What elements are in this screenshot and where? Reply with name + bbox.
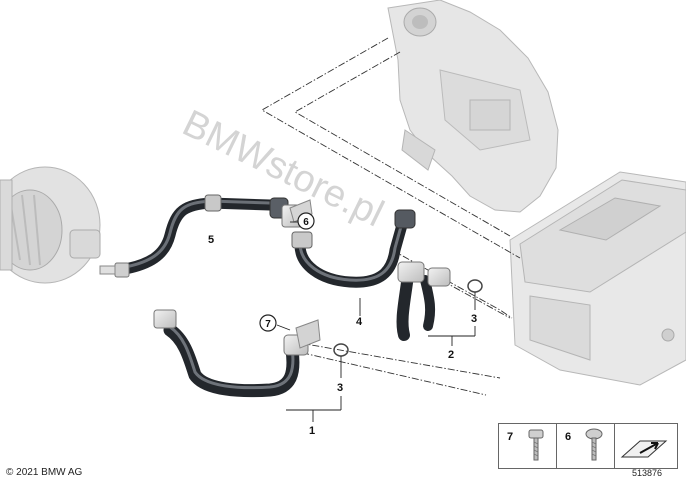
callout-3-lower: 3 xyxy=(337,382,343,394)
legend-direction xyxy=(614,423,678,469)
screw-icon xyxy=(585,428,603,461)
legend-item-7: 7 xyxy=(498,423,558,469)
callout-6-circled: 6 xyxy=(297,212,315,230)
hose-4 xyxy=(291,209,416,288)
hose-2 xyxy=(396,261,451,341)
legend-item-6: 6 xyxy=(556,423,616,469)
leader-lines xyxy=(276,221,476,422)
reference-number: 513876 xyxy=(632,468,663,478)
callout-4: 4 xyxy=(356,316,363,328)
legend-label-6: 6 xyxy=(565,431,572,443)
callout-3-upper: 3 xyxy=(471,313,477,325)
svg-text:7: 7 xyxy=(265,319,271,330)
alternator xyxy=(0,166,101,284)
engine-block xyxy=(387,0,559,213)
fitting-6 xyxy=(281,199,313,228)
svg-text:6: 6 xyxy=(303,217,309,228)
callout-5: 5 xyxy=(208,234,214,246)
hose-5 xyxy=(99,194,289,278)
hose-1 xyxy=(153,309,321,398)
copyright: © 2021 BMW AG xyxy=(6,467,83,478)
callout-7-circled: 7 xyxy=(259,314,277,332)
bolt-icon xyxy=(528,429,544,461)
callout-1: 1 xyxy=(309,425,315,437)
battery-box xyxy=(509,171,686,386)
callout-2: 2 xyxy=(448,349,454,361)
direction-arrow-icon xyxy=(620,440,668,458)
legend-label-7: 7 xyxy=(507,431,514,443)
